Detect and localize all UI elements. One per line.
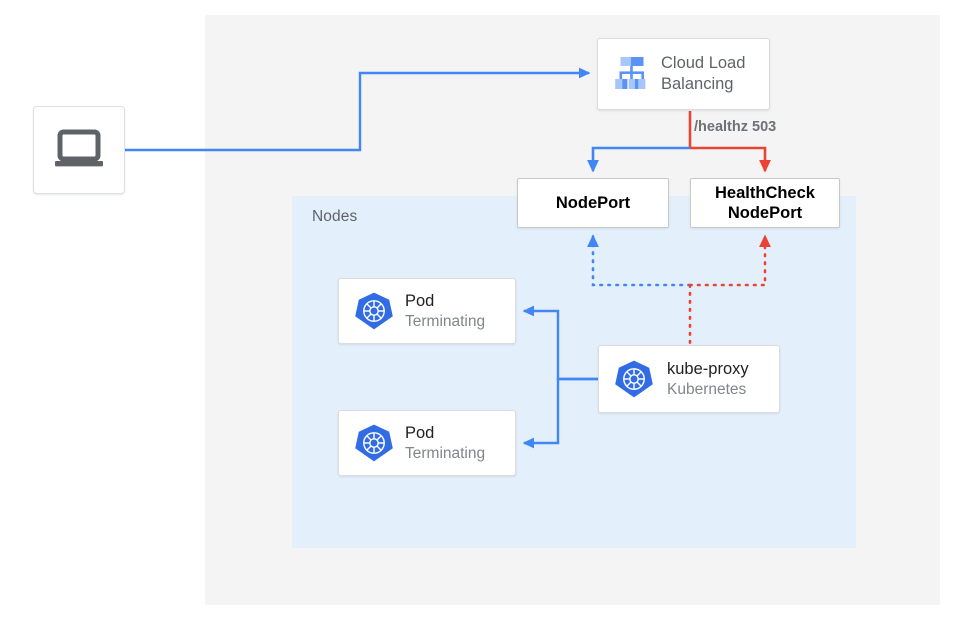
healthcheck-nodeport-label-line-2: NodePort [727, 204, 803, 222]
kubernetes-icon [353, 423, 395, 463]
pod-status: Terminating [405, 444, 486, 462]
cloud-load-balancing-icon [609, 54, 655, 94]
cloud-load-balancing-card: Cloud Load Balancing [597, 38, 770, 110]
healthcheck-nodeport-label-line-1: HealthCheck [715, 183, 815, 202]
healthcheck-nodeport-service-box: HealthCheck NodePort [690, 178, 840, 228]
pod-status: Terminating [405, 312, 486, 330]
load-balancer-title-line-1: Cloud Load [661, 53, 746, 72]
healthz-edge-label: /healthz 503 [694, 119, 777, 135]
nodeport-service-box: NodePort [517, 178, 669, 228]
kube-proxy-subtitle: Kubernetes [667, 380, 747, 398]
nodeport-label: NodePort [555, 193, 631, 212]
pod-card: Pod Terminating [338, 410, 516, 476]
pod-card: Pod Terminating [338, 278, 516, 344]
load-balancer-title-line-2: Balancing [661, 75, 734, 93]
kube-proxy-card: kube-proxy Kubernetes [598, 345, 780, 413]
client-device-card [33, 106, 125, 194]
kubernetes-icon [353, 291, 395, 331]
pod-title: Pod [405, 291, 435, 310]
laptop-icon [53, 129, 105, 171]
kubernetes-icon [613, 359, 655, 399]
pod-title: Pod [405, 423, 435, 442]
kube-proxy-title: kube-proxy [667, 359, 749, 378]
nodes-panel-label: Nodes [312, 208, 358, 225]
